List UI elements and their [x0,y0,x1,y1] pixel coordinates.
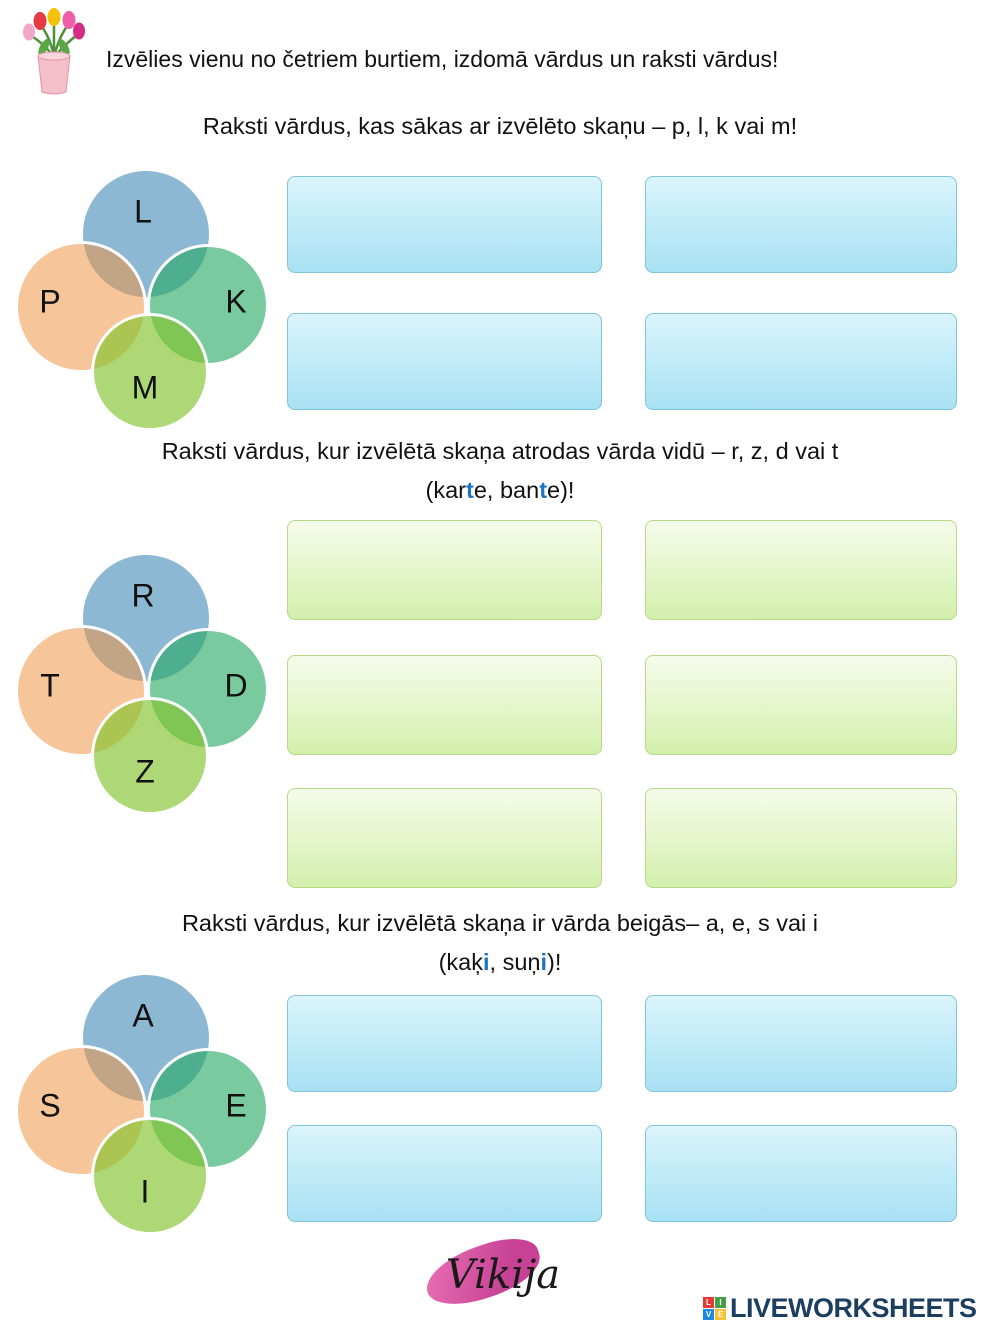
subheading-part: (kar [425,477,467,503]
logo-square-v: V [703,1309,714,1320]
circle-letter-a: A [132,997,154,1034]
section2-heading: Raksti vārdus, kur izvēlētā skaņa atroda… [161,438,839,464]
circle-letter-bottom-shape [91,697,209,815]
subheading-part: (kaķ [438,949,484,975]
section1-heading: Raksti vārdus, kas sākas ar izvēlēto ska… [202,113,798,139]
signature-text: Vikija [445,1252,561,1298]
answer-box-s1-4[interactable] [645,313,957,410]
section3-heading: Raksti vārdus, kur izvēlētā skaņa ir vār… [181,910,819,936]
logo-square-l: L [703,1297,714,1308]
answer-box-s2-5[interactable] [287,788,602,888]
logo-square-i: I [715,1297,726,1308]
answer-box-s2-6[interactable] [645,788,957,888]
answer-box-s2-3[interactable] [287,655,602,755]
subheading-part: , suņ [489,949,541,975]
section2-subheading: (karte, bante)! [0,477,1000,504]
answer-box-s3-2[interactable] [645,995,957,1092]
answer-box-s2-2[interactable] [645,520,957,620]
letter-circles-asei: A S E I [8,972,269,1235]
answer-box-s2-1[interactable] [287,520,602,620]
letter-circles-rtdz: R T D Z [8,552,269,815]
letter-circles-plkm: L P K M [8,168,269,431]
answer-box-s3-1[interactable] [287,995,602,1092]
circle-letter-k: K [225,283,247,320]
circle-letter-i: I [140,1173,150,1210]
subheading-part: )! [547,949,562,975]
section3-subheading: (kaķi, suņi)! [0,949,1000,976]
subheading-accent-letter: i [483,949,490,975]
circle-letter-s: S [39,1087,61,1124]
circle-letter-p: P [39,283,61,320]
subheading-part: e)! [547,477,575,503]
circle-letter-d: D [224,667,248,704]
answer-box-s1-1[interactable] [287,176,602,273]
circle-letter-l: L [134,193,152,230]
circle-letter-bottom-shape [91,313,209,431]
subheading-part: e, ban [473,477,540,503]
circle-letter-r: R [131,577,155,614]
circle-letter-e: E [225,1087,247,1124]
subheading-accent-letter: t [466,477,474,503]
subheading-accent-letter: t [539,477,548,503]
liveworksheets-logo[interactable]: L I V E LIVEWORKSHEETS [703,1293,977,1324]
liveworksheets-wordmark: LIVEWORKSHEETS [730,1293,977,1323]
worksheet-title: Izvēlies vienu no četriem burtiem, izdom… [106,46,779,72]
liveworksheets-icon: L I V E [703,1297,726,1320]
circle-letter-top-shape [80,168,212,300]
circle-letter-z: Z [135,753,155,790]
answer-box-s3-3[interactable] [287,1125,602,1222]
flower-bouquet-icon [14,8,94,96]
logo-square-e: E [715,1309,726,1320]
subheading-accent-letter: i [540,949,548,975]
answer-box-s1-2[interactable] [645,176,957,273]
answer-box-s2-4[interactable] [645,655,957,755]
circle-letter-m: M [131,369,159,406]
circle-letter-bottom-shape [91,1117,209,1235]
answer-box-s1-3[interactable] [287,313,602,410]
answer-box-s3-4[interactable] [645,1125,957,1222]
circle-letter-t: T [40,667,60,704]
